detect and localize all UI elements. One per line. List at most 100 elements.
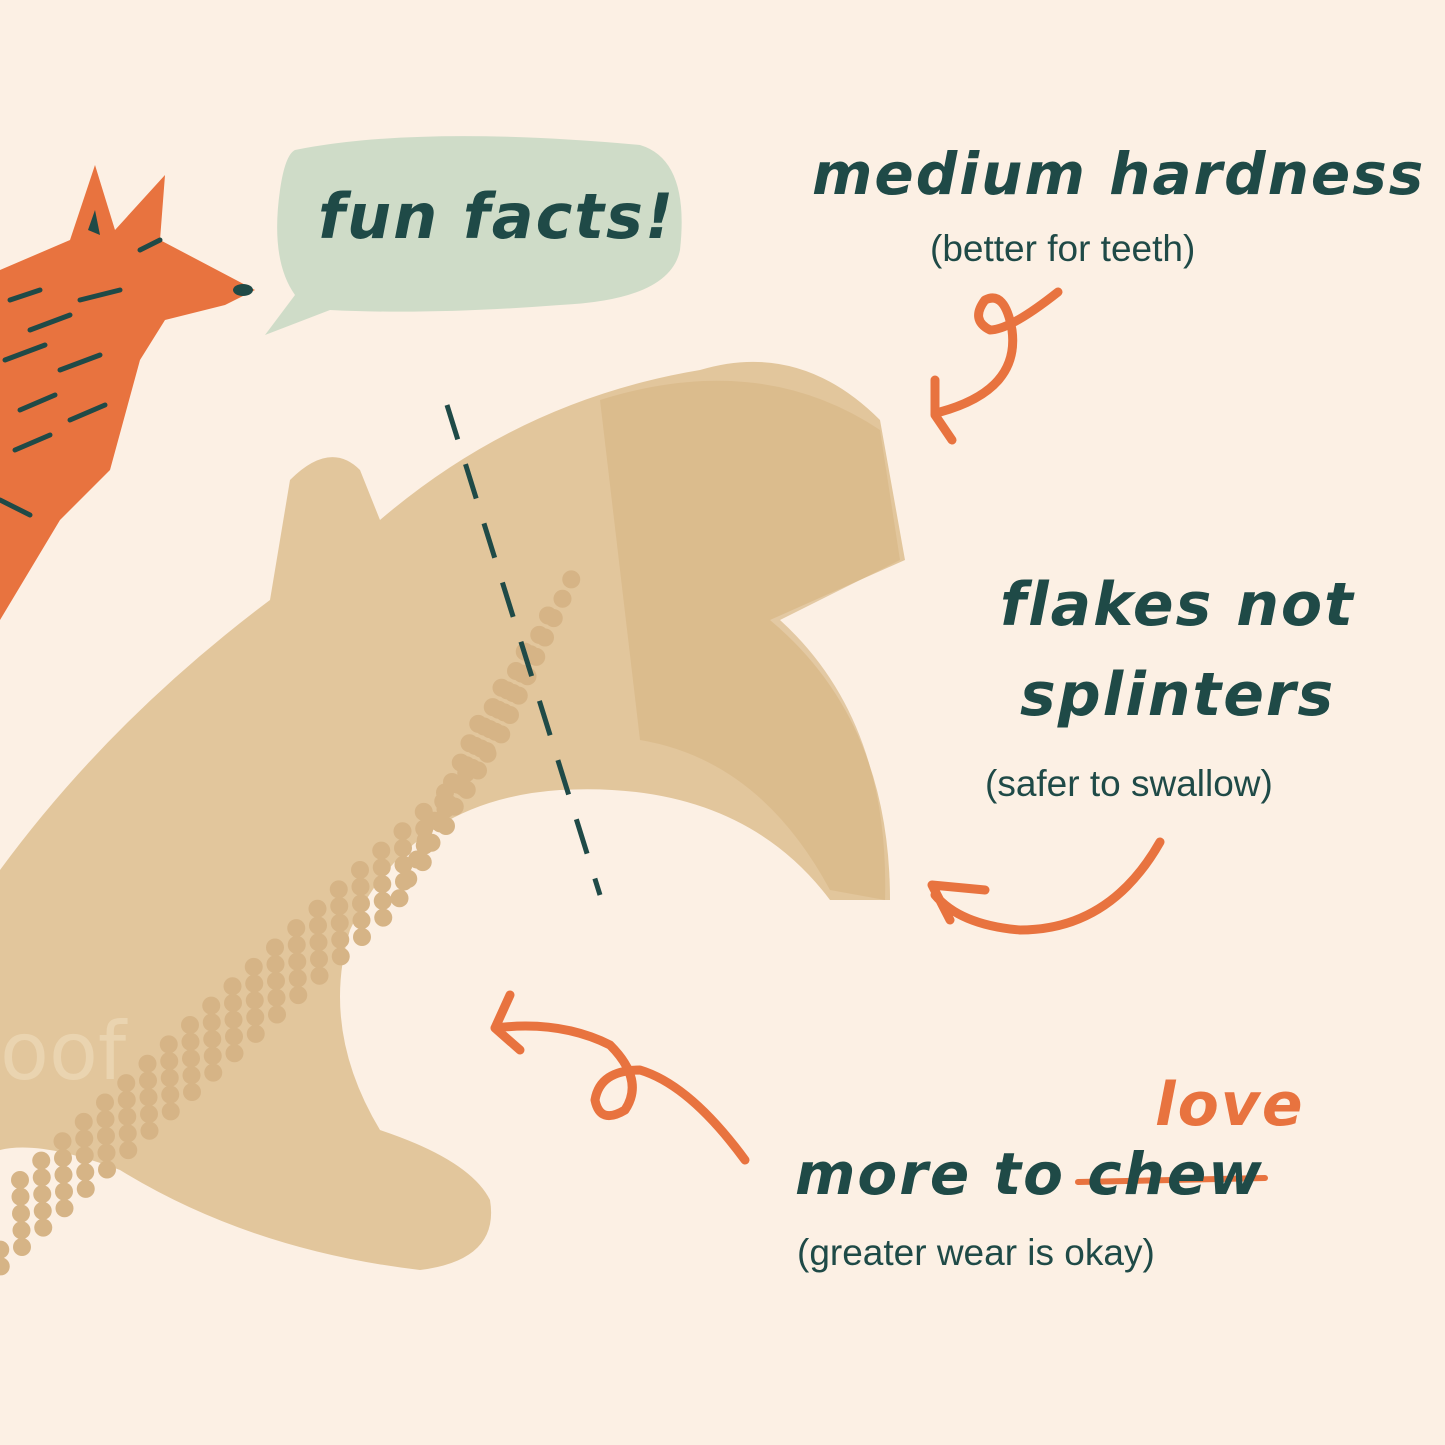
- chew-nub: [399, 869, 418, 888]
- fact-title: medium hardness: [812, 140, 1426, 208]
- product-logo: oof: [0, 1005, 127, 1098]
- chew-nub: [76, 1179, 95, 1198]
- chew-nub: [12, 1204, 30, 1223]
- chew-nub: [451, 753, 470, 772]
- chew-nub: [204, 1063, 223, 1082]
- chew-nub: [118, 1124, 137, 1143]
- chew-nub: [160, 1052, 179, 1071]
- chew-nub: [97, 1127, 115, 1145]
- chew-nub: [203, 1046, 222, 1065]
- chew-nub: [267, 988, 286, 1007]
- chew-nub: [33, 1201, 52, 1220]
- chew-nub: [530, 625, 549, 644]
- chew-nub: [203, 1030, 222, 1049]
- chew-nub: [483, 698, 502, 717]
- chew-nub: [408, 850, 426, 869]
- chew-nub: [160, 1068, 179, 1087]
- fact-subtitle: (greater wear is okay): [797, 1232, 1155, 1273]
- chew-nub: [266, 955, 285, 974]
- chew-nub: [310, 966, 329, 985]
- chew-nub: [372, 858, 391, 877]
- dashed-divider: [444, 404, 603, 896]
- chew-nub: [289, 986, 308, 1005]
- chew-nub: [181, 1016, 199, 1034]
- chew-nub: [202, 1013, 221, 1032]
- chew-nub: [434, 792, 453, 811]
- fact-subtitle: (better for teeth): [930, 228, 1196, 269]
- chew-nub: [13, 1238, 31, 1256]
- chew-nub: [539, 606, 557, 625]
- chew-nub: [244, 957, 263, 976]
- fact-title-prefix: more to: [795, 1140, 1065, 1208]
- chew-nub: [353, 928, 371, 946]
- chew-nub: [246, 1024, 265, 1043]
- chew-nub: [140, 1121, 159, 1140]
- chew-nub: [416, 831, 435, 850]
- chew-nub: [53, 1132, 72, 1151]
- chew-nub: [96, 1110, 115, 1129]
- chew-nub: [161, 1085, 180, 1104]
- chew-nub: [245, 974, 264, 993]
- chew-nub: [117, 1090, 136, 1109]
- chew-nub: [0, 1257, 10, 1276]
- chew-nub: [32, 1168, 51, 1187]
- fact-title: more to chew: [795, 1140, 1264, 1208]
- chew-nub: [54, 1149, 72, 1167]
- chew-nub: [32, 1151, 51, 1170]
- chew-nub: [225, 1044, 244, 1063]
- chew-nub: [140, 1105, 158, 1123]
- chew-nub: [118, 1107, 137, 1126]
- chew-nub: [138, 1054, 157, 1073]
- chew-nub: [225, 1027, 243, 1046]
- fact-title: flakes not: [1000, 570, 1355, 640]
- chew-nub: [139, 1088, 158, 1107]
- chew-nub: [330, 913, 349, 932]
- chew-nub: [33, 1185, 52, 1204]
- chew-nub: [11, 1171, 29, 1189]
- chew-nub: [55, 1182, 73, 1201]
- chew-nub: [268, 1005, 286, 1024]
- bubble-text: fun facts!: [318, 180, 676, 253]
- chew-nub: [139, 1071, 157, 1090]
- chew-nub: [181, 1032, 200, 1051]
- chew-nub: [372, 841, 391, 860]
- chew-nub: [34, 1218, 53, 1237]
- chew-nub: [492, 678, 511, 697]
- chew-nub: [390, 889, 409, 908]
- chew-nub: [288, 952, 307, 971]
- chew-nub: [287, 919, 306, 938]
- chew-nub: [352, 894, 370, 913]
- chew-nub: [562, 570, 581, 589]
- chew-nub: [352, 911, 371, 930]
- chew-nub: [553, 589, 572, 608]
- chew-nub: [76, 1163, 95, 1182]
- chew-nub: [159, 1035, 178, 1054]
- chew-nub: [331, 930, 350, 949]
- chew-nub: [267, 972, 285, 990]
- speech-bubble: [265, 136, 682, 335]
- chew-nub: [330, 897, 349, 916]
- chew-nub: [245, 991, 264, 1010]
- chew-nub: [393, 822, 412, 841]
- chew-nub: [287, 935, 306, 954]
- chew-nub: [351, 877, 370, 896]
- chew-nub: [507, 662, 525, 680]
- chew-nub: [460, 734, 479, 753]
- chew-nub: [394, 839, 412, 857]
- chew-nub: [183, 1083, 201, 1101]
- chew-nub: [373, 891, 392, 910]
- chew-nub: [74, 1112, 93, 1131]
- chew-nub: [246, 1008, 265, 1027]
- chew-nub: [331, 947, 350, 966]
- chew-nub: [97, 1143, 116, 1162]
- curly-arrow: [927, 837, 1165, 935]
- chew-nub: [54, 1165, 73, 1184]
- replacement-word: love: [1155, 1070, 1305, 1140]
- chew-nub: [75, 1129, 94, 1148]
- chew-nub: [224, 1010, 243, 1029]
- chew-nub: [469, 714, 488, 733]
- chew-nub: [309, 933, 328, 952]
- chew-nub: [55, 1199, 74, 1218]
- fact-subtitle: (safer to swallow): [985, 763, 1273, 804]
